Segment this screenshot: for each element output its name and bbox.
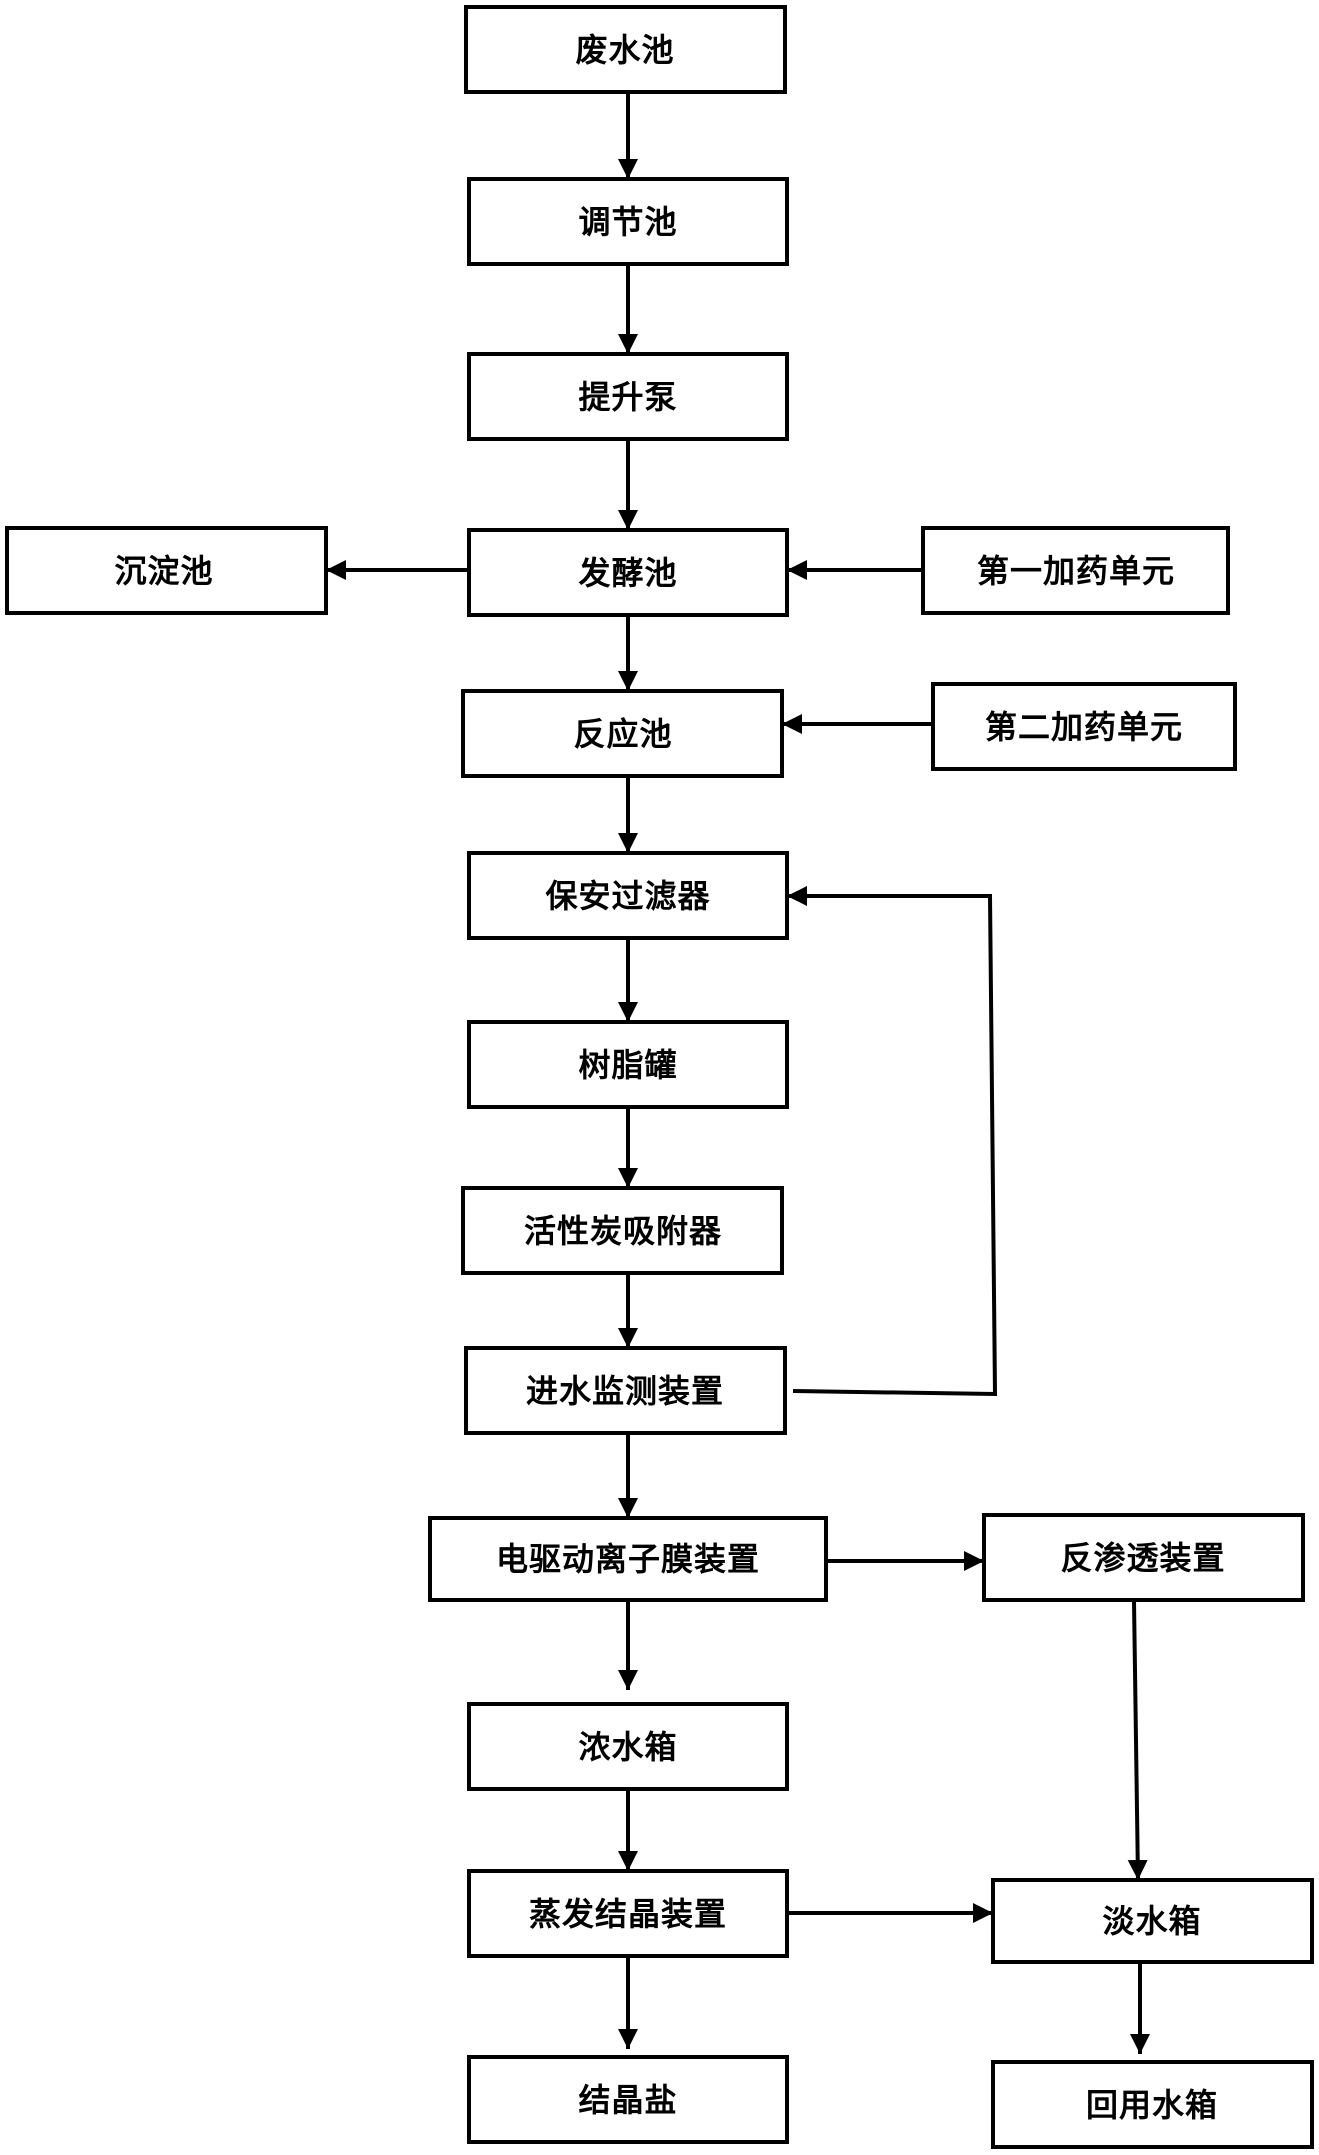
node-reuse-water-tank: 回用水箱 (991, 2060, 1314, 2149)
node-concentrate-tank: 浓水箱 (467, 1702, 789, 1791)
node-evaporation-crystallization-device: 蒸发结晶装置 (467, 1869, 789, 1958)
node-box (467, 528, 789, 617)
node-label: 树脂罐 (578, 1046, 677, 1084)
node-inflow-monitoring-device: 进水监测装置 (464, 1346, 787, 1435)
node-wastewater-pool: 废水池 (464, 5, 787, 94)
node-label: 浓水箱 (578, 1728, 677, 1766)
node-electrodriven-ion-membrane-device: 电驱动离子膜装置 (428, 1516, 828, 1602)
node-box (467, 1702, 789, 1791)
node-box (982, 1513, 1305, 1602)
node-label: 蒸发结晶装置 (529, 1895, 727, 1933)
node-label: 第二加药单元 (985, 708, 1183, 746)
node-box (461, 689, 784, 778)
node-sedimentation-pool: 沉淀池 (5, 526, 328, 615)
edges (326, 92, 1150, 2054)
node-label: 淡水箱 (1102, 1902, 1201, 1940)
node-box (5, 526, 328, 615)
node-label: 反渗透装置 (1060, 1539, 1225, 1577)
node-security-filter: 保安过滤器 (467, 851, 789, 940)
node-box (467, 177, 789, 266)
node-box (461, 1186, 784, 1275)
node-label: 调节池 (578, 203, 677, 241)
node-box (467, 2055, 789, 2144)
node-label: 提升泵 (578, 378, 677, 416)
arrow-inflow-monitoring-device-feedback-to-security-filter (787, 886, 998, 1397)
node-box (921, 526, 1230, 615)
node-label: 沉淀池 (114, 552, 213, 590)
node-label: 电驱动离子膜装置 (496, 1540, 760, 1578)
node-fresh-water-tank: 淡水箱 (991, 1878, 1314, 1964)
node-fermentation-pool: 发酵池 (467, 528, 789, 617)
node-box (467, 352, 789, 441)
node-reverse-osmosis-device: 反渗透装置 (982, 1513, 1305, 1602)
node-activated-carbon-adsorber: 活性炭吸附器 (461, 1186, 784, 1275)
node-label: 保安过滤器 (545, 877, 710, 915)
node-box (464, 1346, 787, 1435)
node-box (464, 5, 787, 94)
node-label: 活性炭吸附器 (524, 1212, 722, 1250)
node-box (931, 682, 1237, 771)
node-label: 发酵池 (578, 554, 677, 592)
arrow-reverse-osmosis-device-to-fresh-water-tank (1127, 1600, 1148, 1881)
node-label: 第一加药单元 (977, 552, 1175, 590)
node-box (467, 1020, 789, 1109)
node-box (467, 851, 789, 940)
node-label: 废水池 (575, 31, 674, 69)
node-label: 进水监测装置 (526, 1372, 724, 1410)
node-label: 回用水箱 (1086, 2086, 1218, 2124)
node-first-dosing-unit: 第一加药单元 (921, 526, 1230, 615)
node-crystal-salt: 结晶盐 (467, 2055, 789, 2144)
node-resin-tank: 树脂罐 (467, 1020, 789, 1109)
node-regulating-pool: 调节池 (467, 177, 789, 266)
node-box (991, 1878, 1314, 1964)
node-label: 结晶盐 (578, 2081, 677, 2119)
node-label: 反应池 (573, 715, 672, 753)
node-reaction-pool: 反应池 (461, 689, 784, 778)
node-second-dosing-unit: 第二加药单元 (931, 682, 1237, 771)
node-lift-pump: 提升泵 (467, 352, 789, 441)
node-box (428, 1516, 828, 1602)
node-box (991, 2060, 1314, 2149)
node-box (467, 1869, 789, 1958)
